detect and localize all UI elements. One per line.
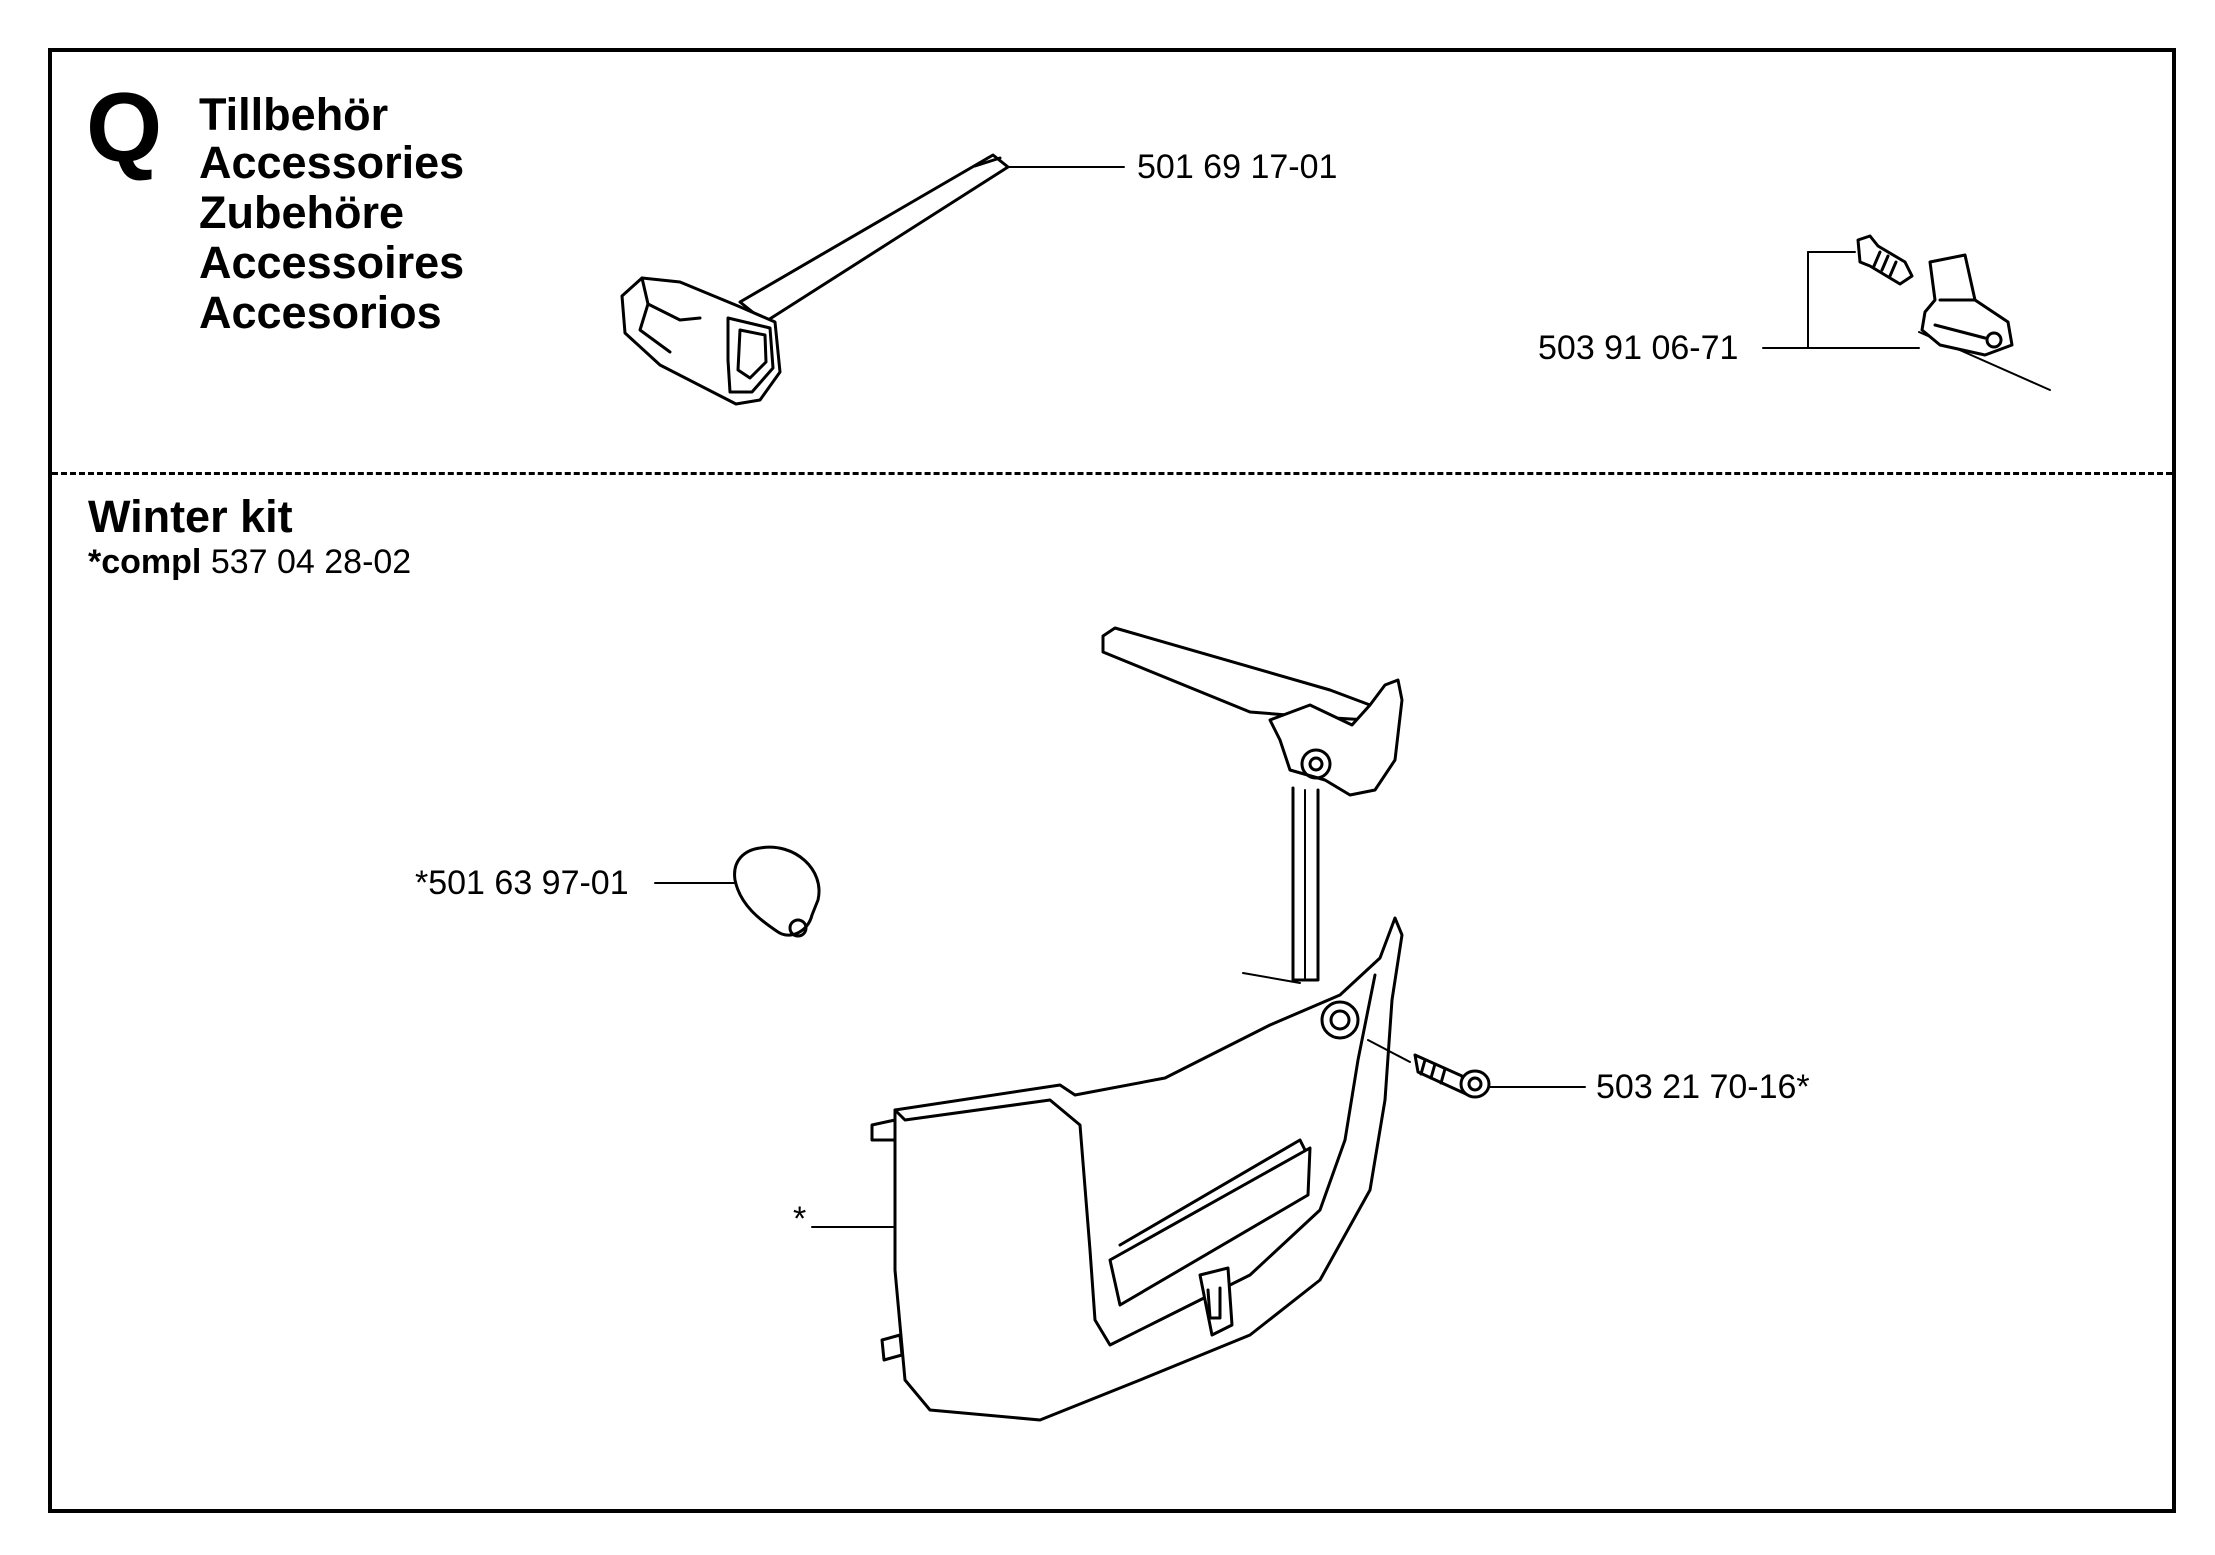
side-cover-bolt-hole-inner — [1329, 1009, 1351, 1031]
leader-kit-extra — [1242, 972, 1301, 984]
part-number-screw: 503 21 70-16* — [1596, 1068, 1810, 1106]
title-spanish: Accesorios — [199, 287, 442, 338]
title-swedish: Tillbehör — [199, 89, 389, 140]
title-english: Accessories — [199, 137, 465, 188]
section-divider — [52, 472, 2172, 475]
side-cover-tab-top — [870, 1118, 897, 1142]
page-frame — [48, 48, 2176, 1513]
part-number-side-cover: * — [793, 1200, 807, 1238]
title-german: Zubehöre — [199, 187, 405, 238]
winter-kit-complete-number: *compl 537 04 28-02 — [88, 545, 411, 579]
screw-head — [1459, 1069, 1491, 1099]
cover-plate-hole — [788, 918, 808, 938]
scrench-hex-hole — [736, 328, 768, 380]
scrench-blade-tip — [973, 156, 1002, 168]
compl-number: 537 04 28-02 — [210, 543, 412, 581]
part-number-cover-plate: *501 63 97-01 — [415, 864, 629, 902]
scrench-socket-edge — [640, 276, 702, 322]
side-cover-clip — [1198, 1266, 1234, 1337]
screw-axis — [1367, 1039, 1411, 1063]
clip-fold — [1933, 298, 1987, 340]
part-number-scrench: 501 69 17-01 — [1137, 148, 1338, 186]
side-cover-window — [1108, 1146, 1312, 1307]
clip-hole — [1985, 331, 2003, 349]
screw-thread — [1419, 1058, 1447, 1085]
winter-kit-title: Winter kit — [88, 491, 293, 542]
scrench-socket-facet — [638, 302, 672, 354]
scrench-blade — [738, 153, 1010, 324]
bar-bolt-clip — [1856, 234, 2014, 357]
side-cover-bolt-hole — [1320, 1000, 1360, 1040]
side-cover-shell — [893, 916, 1404, 1422]
clip-body — [1920, 253, 2014, 357]
cover-plate-part — [733, 845, 821, 938]
part-number-bar-bolt-clip: 503 91 06-71 — [1538, 329, 1739, 367]
screw-part — [1367, 1039, 1491, 1099]
clip-bolt-thread — [1872, 250, 1898, 278]
side-cover-tab-bottom — [880, 1333, 904, 1362]
lever-arm — [1101, 626, 1372, 722]
title-french: Accessoires — [199, 237, 465, 288]
compl-label: *compl — [88, 543, 202, 581]
lever-pivot — [1300, 748, 1332, 780]
cover-plate-disc — [733, 845, 821, 937]
screw-shank — [1413, 1053, 1468, 1096]
section-letter: Q — [86, 72, 163, 182]
side-cover-inner-edge — [893, 973, 1377, 1347]
brake-lever — [1101, 626, 1404, 982]
side-cover-part — [870, 916, 1404, 1422]
scrench-tool — [620, 153, 1010, 406]
lever-pivot-hole — [1308, 756, 1324, 772]
side-cover-window-edge — [1118, 1138, 1307, 1247]
screw-socket — [1467, 1076, 1483, 1092]
side-cover-clip-u — [1206, 1286, 1222, 1320]
